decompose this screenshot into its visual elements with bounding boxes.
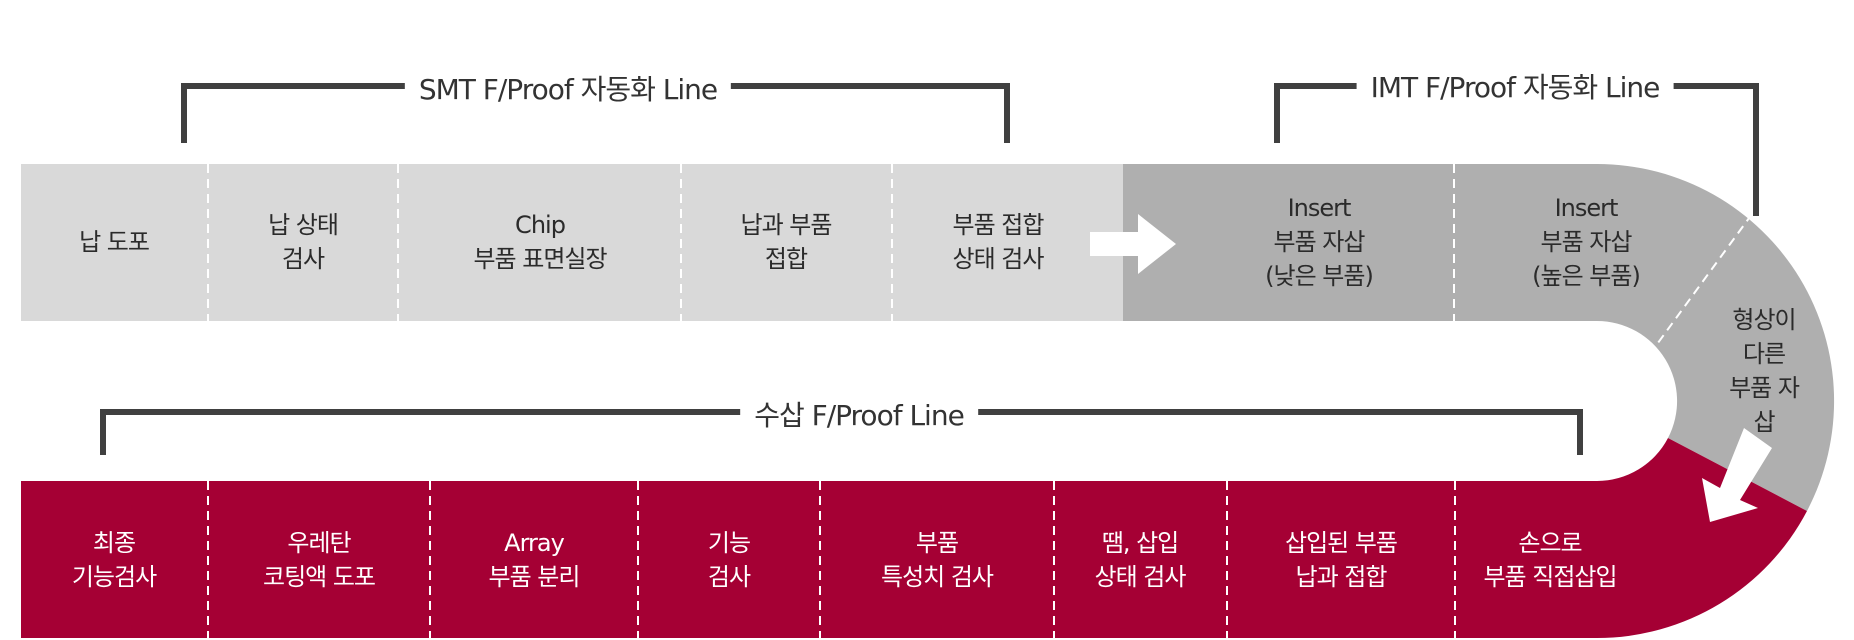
arrow-right-icon bbox=[1090, 214, 1176, 274]
arrow-down-left-icon bbox=[1702, 428, 1772, 522]
imt-line-title: IMT F/Proof 자동화 Line bbox=[1356, 66, 1674, 106]
manual-line-title: 수삽 F/Proof Line bbox=[740, 394, 978, 434]
step-odd-form-insert: 형상이 다른 부품 자삽 bbox=[1729, 306, 1800, 436]
step-insert-high: Insert 부품 자삽 (높은 부품) bbox=[1532, 194, 1641, 290]
step-characteristic-test: 부품 특성치 검사 bbox=[880, 529, 994, 591]
step-join-inspect: 부품 접합 상태 검사 bbox=[952, 211, 1045, 273]
step-array-separation: Array 부품 분리 bbox=[488, 529, 581, 591]
step-insert-low: Insert 부품 자삽 (낮은 부품) bbox=[1265, 194, 1374, 290]
imt-band bbox=[1123, 163, 1835, 511]
step-final-test: 최종 기능검사 bbox=[71, 529, 157, 591]
step-solder-apply: 납 도포 bbox=[79, 228, 150, 256]
step-coating: 우레탄 코팅액 도포 bbox=[262, 529, 376, 591]
smt-line-title: SMT F/Proof 자동화 Line bbox=[404, 68, 732, 108]
smt-band bbox=[21, 164, 1123, 321]
step-function-test: 기능 검사 bbox=[707, 529, 751, 591]
step-solder-join: 납과 부품 접합 bbox=[740, 211, 833, 273]
step-dividers bbox=[207, 164, 1753, 638]
step-solder-inspect: 납 상태 검사 bbox=[268, 211, 339, 273]
step-chip-mount: Chip 부품 표면실장 bbox=[473, 211, 607, 273]
step-solder-insert-inspect: 땜, 삽입 상태 검사 bbox=[1094, 529, 1187, 591]
step-inserted-solder: 삽입된 부품 납과 접합 bbox=[1284, 529, 1398, 591]
manual-band bbox=[21, 438, 1807, 638]
step-manual-insert: 손으로 부품 직접삽입 bbox=[1483, 529, 1617, 591]
